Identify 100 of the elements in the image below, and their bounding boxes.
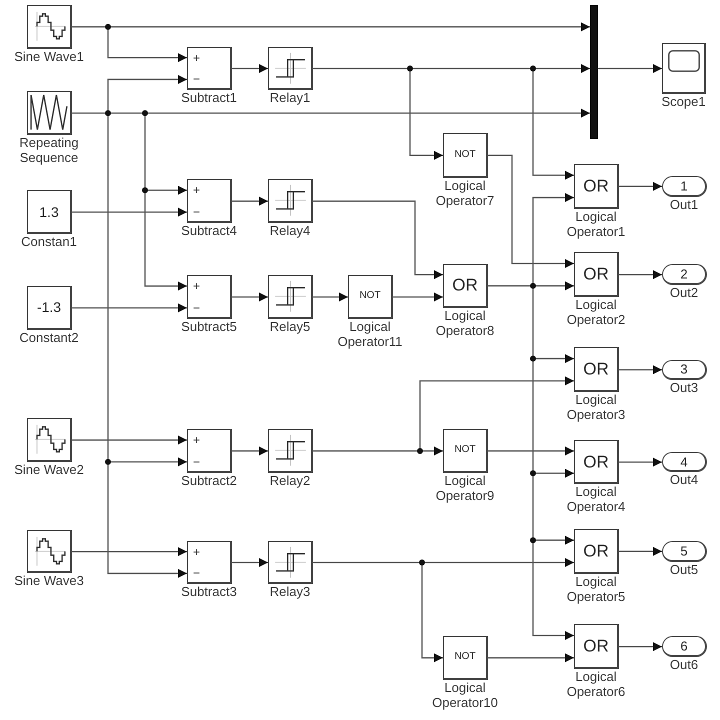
sign-label: − [193, 206, 200, 218]
signal-arrow [619, 458, 662, 467]
block-label: Relay5 [270, 318, 310, 334]
block-label: Relay3 [270, 584, 310, 600]
operator-label: OR [583, 638, 609, 655]
signal-arrow [532, 193, 574, 286]
block-label: Subtract4 [181, 222, 237, 238]
operator-label: NOT [359, 291, 381, 302]
signal-arrow [419, 376, 574, 451]
block-label: Logical Operator8 [434, 308, 496, 338]
port-number: 1 [680, 179, 688, 192]
operator-label: NOT [454, 652, 476, 662]
signal-arrow [598, 64, 662, 74]
signal-line [410, 68, 533, 70]
block-label: Constant2 [19, 330, 79, 345]
sign-label: + [193, 184, 200, 196]
signal-arrow [533, 536, 574, 545]
block-label: Logical Operator3 [566, 392, 626, 422]
block-label: Logical Operator9 [434, 473, 496, 504]
operator-label: OR [583, 360, 609, 378]
sign-label: + [193, 434, 200, 446]
block-label: Sine Wave2 [14, 462, 84, 477]
signal-arrow [313, 200, 443, 280]
signal-arrow [619, 642, 662, 652]
operator-label: NOT [454, 150, 476, 160]
operator-label: OR [583, 266, 609, 283]
block-label: Constan1 [21, 234, 77, 249]
signal-arrow [72, 547, 187, 556]
signal-line [72, 26, 108, 28]
signal-arrow [144, 190, 187, 291]
signal-arrow [619, 365, 662, 374]
signal-arrow [313, 292, 348, 302]
signal-arrow [72, 208, 187, 217]
signal-arrow [533, 64, 590, 74]
port-number: 3 [680, 362, 688, 376]
signal-arrow [393, 292, 443, 302]
signal-line [313, 68, 410, 70]
signal-arrow [145, 186, 187, 195]
signal-arrow [108, 457, 187, 466]
signal-arrow [108, 22, 590, 32]
block-label: Subtract1 [181, 90, 237, 106]
block-label: Sine Wave3 [14, 573, 84, 588]
block-label: Subtract3 [181, 584, 237, 600]
signal-arrow [232, 196, 268, 206]
port-number: 6 [680, 640, 688, 653]
block-label: Out3 [670, 380, 698, 395]
block-label: Logical Operator4 [566, 484, 626, 514]
signal-arrow [72, 436, 187, 445]
signal-arrow [619, 270, 662, 280]
sign-label: − [193, 567, 200, 580]
sign-label: + [193, 280, 200, 292]
signal-arrow [420, 446, 443, 456]
signal-arrow [145, 108, 590, 118]
signal-arrow [488, 653, 574, 662]
block-label: Relay1 [270, 90, 310, 106]
operator-label: OR [452, 276, 478, 294]
signal-line [144, 113, 146, 190]
signal-line [313, 562, 422, 564]
signal-arrow [421, 562, 443, 662]
block-label: Logical Operator11 [336, 319, 404, 350]
signal-arrow [533, 468, 574, 478]
signal-arrow [409, 68, 443, 160]
block-label: Sine Wave1 [14, 48, 84, 64]
operator-label: OR [583, 542, 609, 560]
port-number: 5 [680, 544, 688, 558]
block-label: Logical Operator1 [566, 208, 626, 239]
block-label: Logical Operator6 [566, 668, 626, 699]
constant-value: -1.3 [36, 300, 62, 314]
sign-label: − [193, 302, 200, 314]
signal-line [532, 358, 534, 474]
signal-line [108, 112, 145, 114]
block-label: Out1 [670, 196, 698, 212]
block-label: Subtract5 [181, 318, 237, 334]
signal-arrow [619, 546, 662, 556]
signal-arrow [72, 303, 187, 312]
block-label: Relay2 [270, 472, 310, 488]
signal-arrow [619, 182, 662, 191]
sign-label: − [193, 73, 200, 86]
block-label: Out2 [670, 284, 698, 300]
block-label: Scope1 [661, 94, 706, 110]
port-number: 4 [680, 455, 688, 468]
operator-label: NOT [454, 445, 476, 456]
block-label: Logical Operator2 [566, 296, 626, 327]
signal-line [488, 285, 533, 286]
signal-arrow [232, 446, 268, 456]
block-label: Subtract2 [181, 472, 237, 488]
operator-label: OR [583, 453, 609, 470]
block-label: Logical Operator10 [431, 680, 499, 710]
block-label: Out4 [670, 472, 698, 488]
sign-label: + [193, 546, 200, 558]
constant-value: 1.3 [39, 204, 59, 219]
block-label: Repeating Sequence [18, 134, 80, 165]
sign-label: + [193, 52, 200, 64]
operator-label: OR [583, 177, 609, 194]
signal-line [313, 450, 420, 452]
signal-arrow [533, 281, 574, 290]
signal-arrow [488, 154, 574, 268]
block-label: Out6 [670, 656, 698, 672]
block-label: Out5 [670, 562, 698, 577]
signal-arrow [232, 292, 268, 302]
